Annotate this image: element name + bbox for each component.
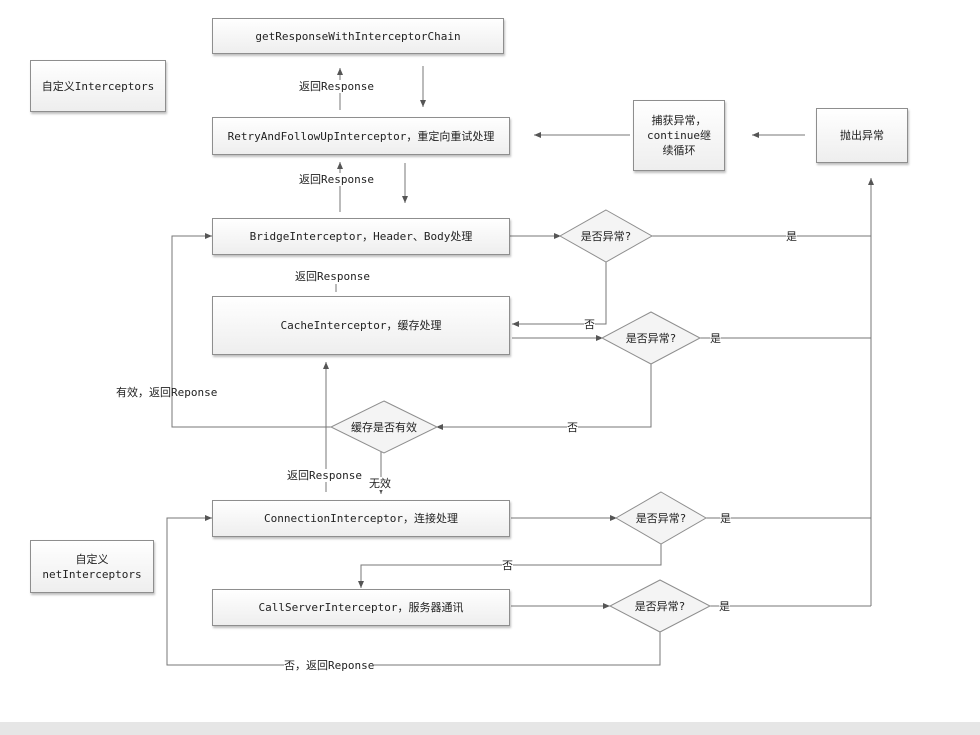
decision-bridge-exception [558,209,654,263]
label-cache-no: 否 [567,421,578,434]
node-call-server-interceptor: CallServerInterceptor，服务器通讯 [212,589,510,626]
decision-connection-exception [615,491,707,545]
node-catch-exception: 捕获异常， continue继 续循环 [633,100,725,171]
label-bridge-yes: 是 [786,230,797,243]
node-custom-interceptors: 自定义Interceptors [30,60,166,112]
label-cache-invalid: 无效 [369,477,391,490]
node-custom-net-interceptors: 自定义 netInterceptors [30,540,154,593]
node-connection-interceptor: ConnectionInterceptor，连接处理 [212,500,510,537]
bottom-scroll-area [0,722,980,735]
edge-call-check-no [166,515,661,666]
node-cache-interceptor: CacheInterceptor，缓存处理 [212,296,510,355]
label-call-yes: 是 [719,600,730,613]
decision-connection-exception-label: 是否异常? [635,512,687,525]
label-return-response-4: 返回Response [287,469,362,482]
node-bridge-interceptor: BridgeInterceptor，Header、Body处理 [212,218,510,255]
decision-cache-valid-label: 缓存是否有效 [351,421,417,434]
decision-bridge-exception-label: 是否异常? [580,230,632,243]
edge-cache-valid-yes [171,233,331,428]
decision-call-exception-label: 是否异常? [634,600,686,613]
edge-cache-check-no [436,364,652,430]
decision-cache-exception [600,311,702,365]
node-get-response-chain: getResponseWithInterceptorChain [212,18,504,54]
node-retry-follow-up: RetryAndFollowUpInterceptor，重定向重试处理 [212,117,510,155]
label-connection-no: 否 [502,559,513,572]
label-cache-valid-return: 有效，返回Reponse [116,386,218,399]
edge-bridge-check-no [512,262,607,327]
decision-cache-exception-label: 是否异常? [625,332,677,345]
label-connection-yes: 是 [720,512,731,525]
label-return-response-3: 返回Response [295,270,370,283]
label-return-response-1: 返回Response [299,80,374,93]
label-call-no-return: 否，返回Reponse [284,659,375,672]
decision-call-exception [608,579,712,633]
node-throw-exception: 抛出异常 [816,108,908,163]
label-bridge-no: 否 [584,318,595,331]
label-return-response-2: 返回Response [299,173,374,186]
label-cache-yes: 是 [710,332,721,345]
decision-cache-valid [329,400,439,454]
